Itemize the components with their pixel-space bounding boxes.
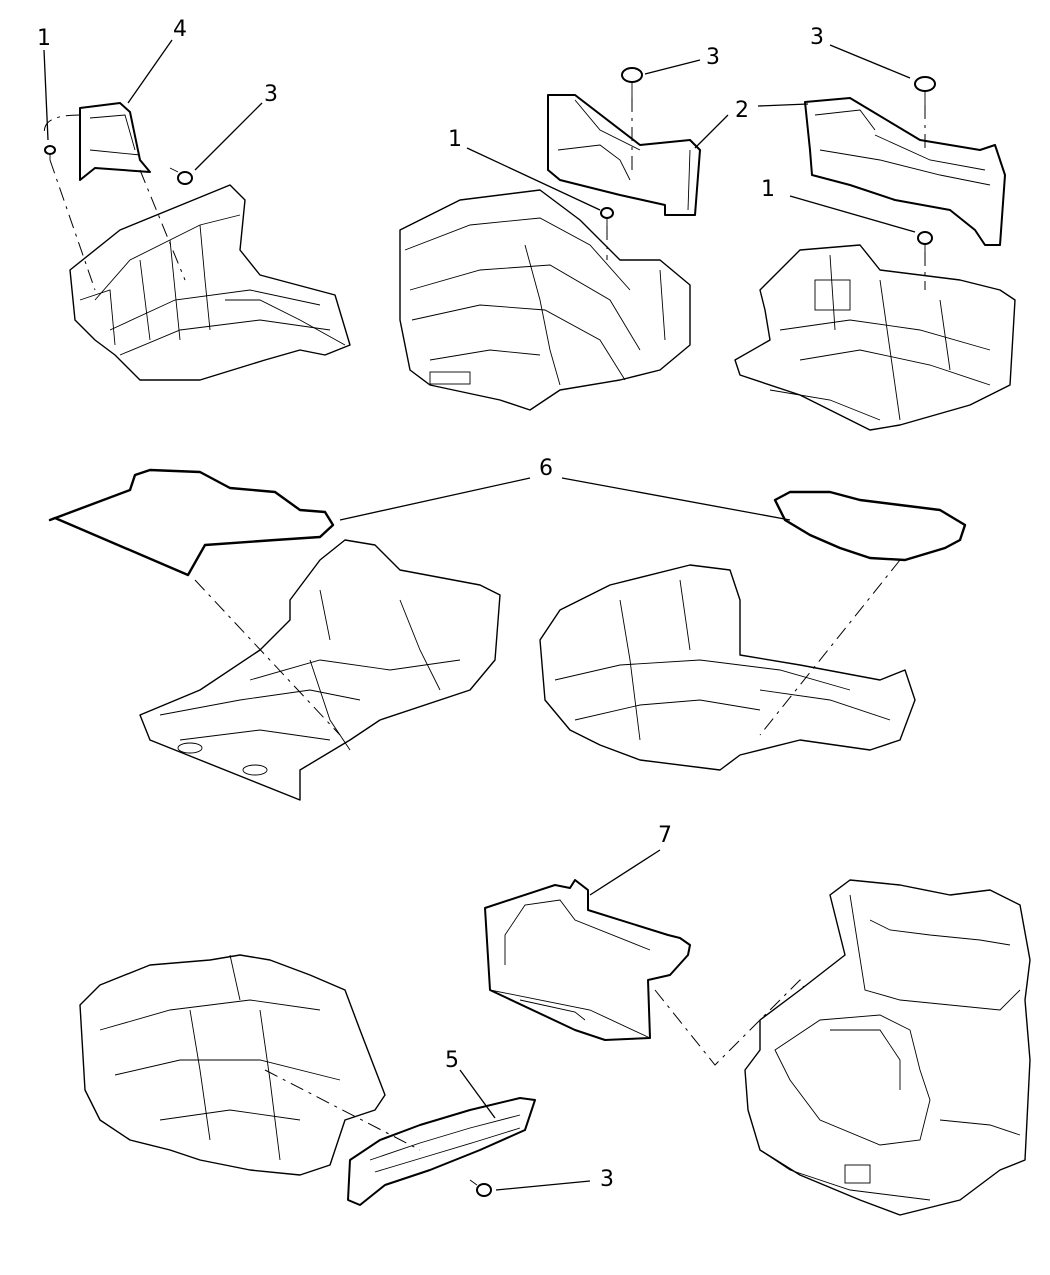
vehicle-body-top-left [69,184,351,381]
retainer-part-3-top-left [169,167,193,185]
callout-4: 4 [173,17,187,42]
vehicle-body-top-middle [399,189,691,411]
vehicle-body-bottom-left [79,954,386,1176]
callout-6: 6 [539,456,553,481]
callout-7: 7 [658,823,672,848]
callout-3-top-middle: 3 [706,45,720,70]
vehicle-body-middle-left [139,539,501,801]
callout-1-top-left: 1 [37,26,51,51]
vehicle-body-middle-right [539,564,916,771]
trunk-carpet-part-6-left [48,468,335,577]
callout-1-top-right: 1 [761,177,775,202]
retainer-part-3-top-middle [621,67,643,98]
fastener-part-1-top-middle [600,207,614,226]
trunk-carpet-part-6-right [773,490,967,562]
fastener-part-1-top-right [917,231,933,252]
callout-5: 5 [445,1048,459,1073]
trunk-liner-part-7 [484,879,691,1041]
callout-2: 2 [735,98,749,123]
trunk-side-panel-part-2-right [804,97,1006,246]
vehicle-rear-trunk-open [744,879,1031,1216]
vehicle-body-top-right [734,244,1016,431]
fastener-part-1-top-left [44,145,56,160]
retainer-part-3-bottom [469,1179,492,1197]
trunk-sill-panel-part-5 [347,1097,536,1206]
callout-3-bottom: 3 [600,1167,614,1192]
trunk-side-panel-part-4 [79,102,151,181]
callout-3-top-left: 3 [264,82,278,107]
callout-1-top-middle: 1 [448,127,462,152]
trunk-side-panel-part-2-left [547,94,701,216]
retainer-part-3-top-right [914,76,936,105]
callout-3-top-right: 3 [810,25,824,50]
